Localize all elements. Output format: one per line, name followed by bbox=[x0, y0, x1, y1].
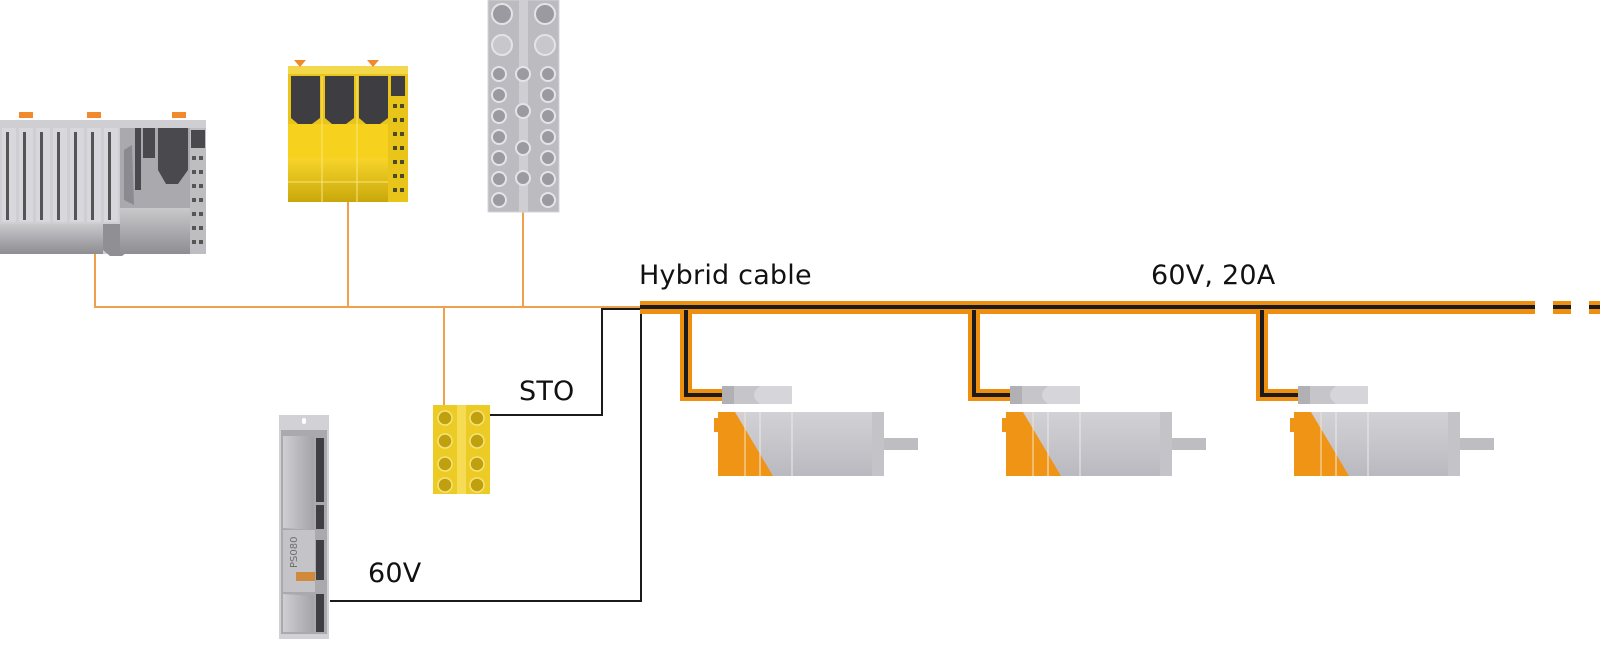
hybrid-cable bbox=[640, 301, 1600, 314]
label-sto: STO bbox=[519, 376, 574, 407]
hybrid-cable-core bbox=[640, 305, 1535, 309]
hybrid-drop-motor-1 bbox=[680, 310, 722, 401]
sto-safety-module[interactable] bbox=[433, 405, 490, 494]
status-led-icon bbox=[294, 60, 306, 67]
supply-60v-line bbox=[330, 306, 642, 602]
motor-body bbox=[714, 386, 918, 476]
controller-rack[interactable] bbox=[0, 112, 206, 256]
hybrid-drops bbox=[680, 310, 1298, 401]
motor-body bbox=[1290, 386, 1494, 476]
fieldbus-network bbox=[94, 200, 640, 405]
motor-body bbox=[1002, 386, 1206, 476]
label-bus-rating: 60V, 20A bbox=[1151, 260, 1276, 291]
sto-line bbox=[489, 308, 642, 416]
status-led-icon bbox=[19, 112, 33, 118]
safety-controller[interactable] bbox=[288, 60, 408, 202]
signal-lines bbox=[330, 306, 642, 602]
power-supply[interactable]: PS080 bbox=[279, 415, 329, 639]
hybrid-cable-continuation-dash-core bbox=[1553, 305, 1571, 309]
hybrid-drop-motor-3 bbox=[1256, 310, 1298, 401]
label-supply-voltage: 60V bbox=[368, 558, 422, 589]
servo-motor-3[interactable] bbox=[1290, 386, 1494, 476]
status-led-icon bbox=[172, 112, 186, 118]
io-slots bbox=[2, 128, 118, 222]
status-led-icon bbox=[87, 112, 101, 118]
fieldbus-main-line bbox=[94, 250, 640, 308]
distribution-module[interactable] bbox=[487, 0, 560, 213]
label-hybrid-cable: Hybrid cable bbox=[639, 260, 812, 291]
status-led-icon bbox=[367, 60, 379, 67]
power-supply-model-label: PS080 bbox=[289, 537, 300, 568]
mounting-hole-icon bbox=[302, 418, 306, 424]
hybrid-drop-motor-2 bbox=[968, 310, 1010, 401]
servo-motor-1[interactable] bbox=[714, 386, 918, 476]
connector-icon bbox=[296, 572, 315, 581]
servo-motor-2[interactable] bbox=[1002, 386, 1206, 476]
hybrid-cable-continuation-dash-core bbox=[1589, 305, 1600, 309]
